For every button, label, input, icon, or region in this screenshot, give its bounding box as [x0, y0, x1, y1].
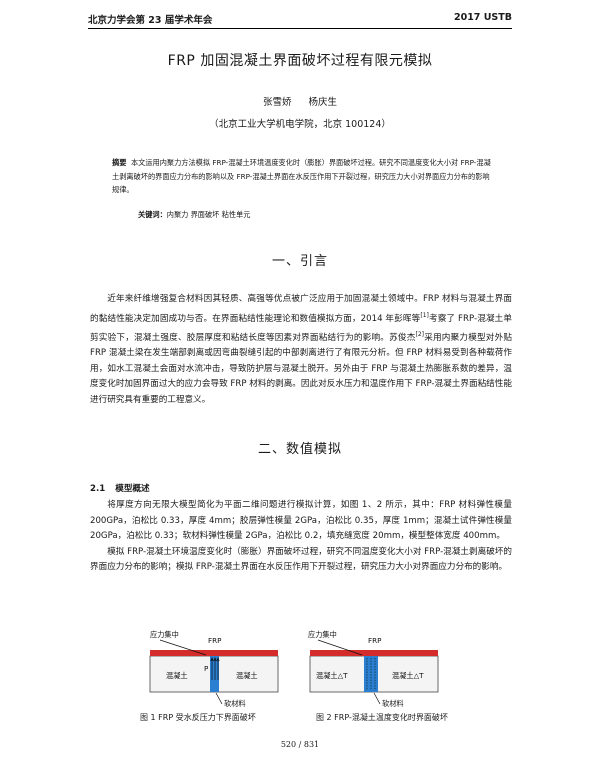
author-name: 杨庆生 — [308, 97, 338, 108]
intro-text-part1: 近年来纤维增强复合材料因其轻质、高强等优点被广泛应用于加固混凝土领域中。FRP … — [90, 294, 512, 324]
stress-pointer — [317, 639, 363, 656]
model-paragraph: 将厚度方向无限大模型简化为平面二维问题进行模拟计算，如图 1、2 所示，其中：F… — [90, 500, 512, 541]
frp-layer — [150, 650, 278, 656]
label-pressure: P — [204, 664, 209, 673]
keywords-label: 关键词： — [138, 210, 167, 219]
pressure-arrows — [210, 657, 220, 680]
figure-1: 应力集中 FRP 混凝土 混凝土 P 软材料 — [146, 628, 286, 708]
affiliation: （北京工业大学机电学院，北京 100124） — [209, 119, 391, 130]
keywords: 关键词：内聚力 界面破坏 粘性单元 — [138, 210, 250, 220]
label-concrete-right: 混凝土△T — [392, 671, 424, 680]
intro-text-part3: 采用内聚力模型对外贴 FRP 混凝土梁在发生端部剥离或因弯曲裂缝引起的中部剥离进… — [90, 332, 512, 405]
label-concrete-left: 混凝土△T — [316, 671, 348, 680]
abstract: 摘要 本文运用内聚力方法模拟 FRP-混凝土环境温度变化时（膨胀）界面破坏过程。… — [112, 156, 492, 197]
header-conference: 北京力学会第 23 届学术年会 — [88, 15, 213, 26]
intro-text-part2: 考察了 FRP-混凝土单剪实验下，混凝土强度、胶层厚度和粘结长度等因素对界面粘结… — [90, 313, 512, 343]
stress-pointer — [159, 639, 207, 656]
soft-pointer — [373, 692, 381, 705]
figure-2: 应力集中 FRP 混凝土△T 混凝土△T 软材料 — [306, 628, 446, 708]
model-paragraphs: 将厚度方向无限大模型简化为平面二维问题进行模拟计算，如图 1、2 所示，其中：F… — [90, 498, 512, 576]
soft-pointer — [215, 692, 223, 705]
subsection-title: 模型概述 — [115, 484, 150, 494]
author-list: 张雪娇 杨庆生 — [0, 94, 600, 108]
paper-title: FRP 加固混凝土界面破坏过程有限元模拟 — [167, 53, 433, 69]
abstract-text: 本文运用内聚力方法模拟 FRP-混凝土环境温度变化时（膨胀）界面破坏过程。研究不… — [112, 158, 491, 194]
figure-1-caption: 图 1 FRP 受水反压力下界面破坏 — [140, 713, 256, 722]
figure-2-caption: 图 2 FRP-混凝土温度变化时界面破坏 — [316, 713, 448, 722]
label-concrete-right: 混凝土 — [236, 671, 258, 680]
keywords-text: 内聚力 界面破坏 粘性单元 — [166, 210, 251, 219]
abstract-label: 摘要 — [112, 158, 127, 167]
citation-ref-1[interactable]: [1] — [420, 311, 429, 319]
label-soft-material: 软材料 — [224, 699, 246, 708]
label-concrete-left: 混凝土 — [166, 671, 188, 680]
label-stress-concentration: 应力集中 — [308, 630, 337, 639]
section-heading-simulation: 二、数值模拟 — [257, 442, 342, 457]
citation-ref-2[interactable]: [2] — [415, 330, 425, 338]
figure-2-diagram: 应力集中 FRP 混凝土△T 混凝土△T 软材料 — [308, 630, 439, 708]
page-number: 520 / 831 — [280, 740, 320, 749]
figure-1-diagram: 应力集中 FRP 混凝土 混凝土 P 软材料 — [149, 630, 279, 708]
soft-material-strip — [364, 656, 378, 692]
header-rule — [88, 28, 512, 29]
soft-material-strip — [210, 656, 219, 692]
subsection-heading: 2.1 模型概述 — [90, 482, 150, 494]
model-paragraph: 模拟 FRP-混凝土环境温度变化时（膨胀）界面破坏过程，研究不同温度变化大小对 … — [90, 546, 512, 573]
author-name: 张雪娇 — [262, 97, 292, 108]
label-soft-material: 软材料 — [382, 699, 404, 708]
frp-layer — [310, 650, 438, 656]
label-frp: FRP — [368, 636, 382, 645]
label-stress-concentration: 应力集中 — [150, 630, 179, 639]
section-heading-intro: 一、引言 — [271, 254, 328, 269]
running-header: 北京力学会第 23 届学术年会 2017 USTB — [88, 12, 512, 28]
intro-paragraph: 近年来纤维增强复合材料因其轻质、高强等优点被广泛应用于加固混凝土领域中。FRP … — [90, 292, 512, 408]
subsection-number: 2.1 — [90, 484, 106, 494]
label-frp: FRP — [208, 636, 222, 645]
header-year: 2017 USTB — [453, 12, 512, 23]
